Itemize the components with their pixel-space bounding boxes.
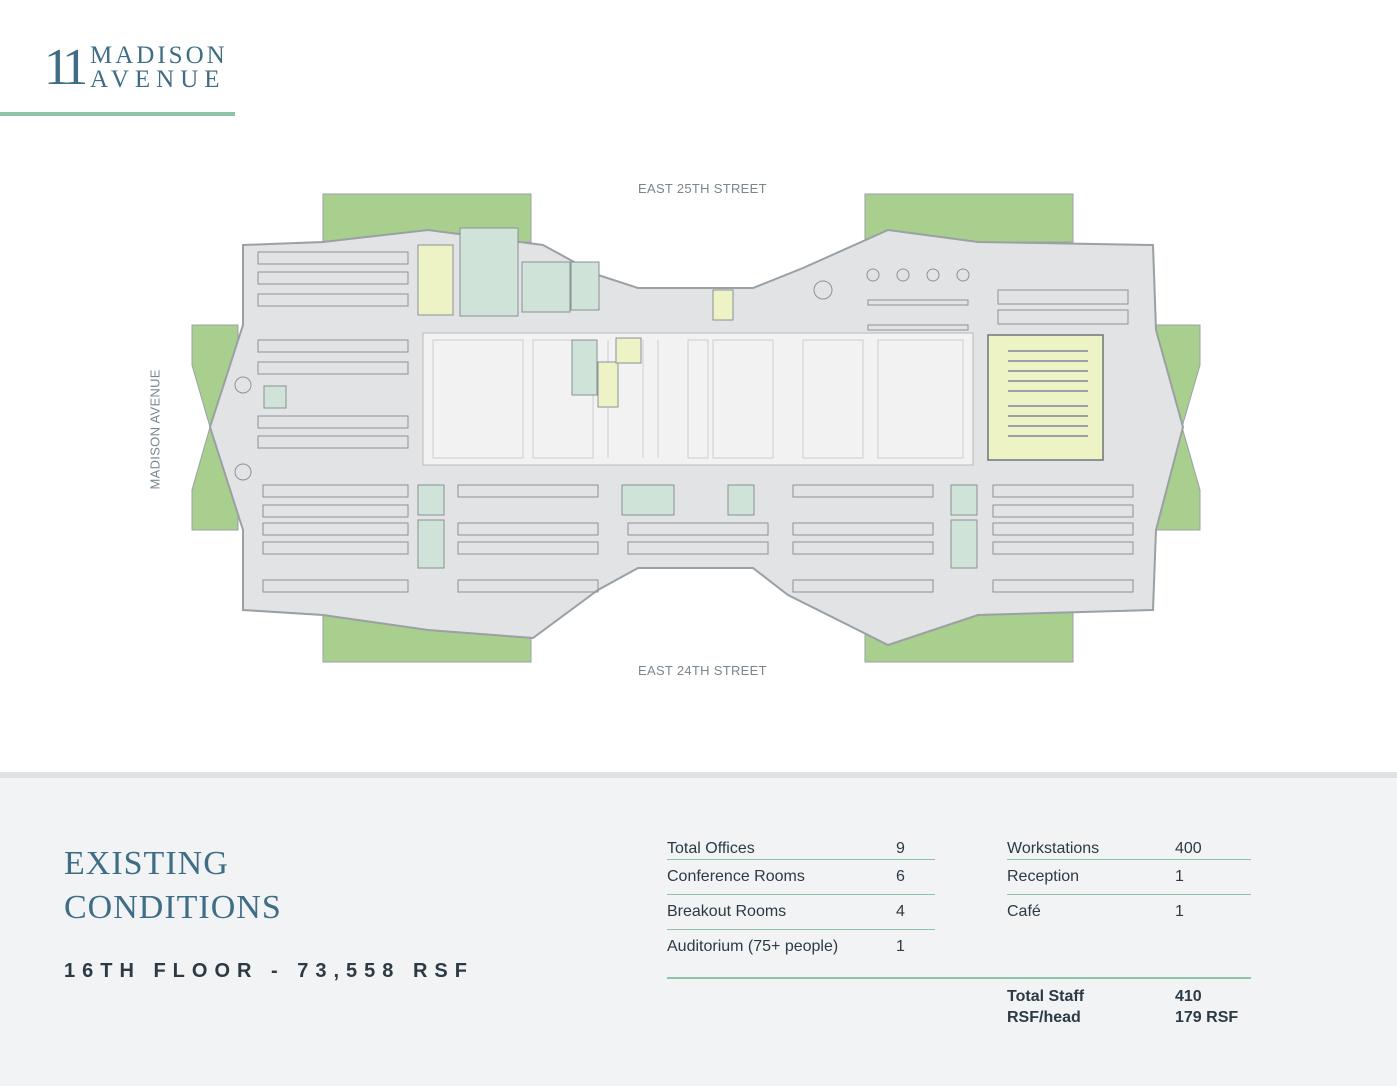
stat-label: Breakout Rooms xyxy=(667,903,787,920)
auditorium-seats xyxy=(1008,350,1088,437)
core-rooms xyxy=(432,339,964,459)
floor-subtitle: 16TH FLOOR - 73,558 RSF xyxy=(64,960,474,982)
page-title-line1: EXISTING xyxy=(64,845,229,882)
page-title: EXISTING CONDITIONS xyxy=(64,842,282,930)
stat-value: 1 xyxy=(896,938,905,955)
stat-label: Conference Rooms xyxy=(667,868,805,885)
stat-value: 6 xyxy=(896,868,905,885)
stats-table-right: Workstations 400 Reception 1 Café 1 xyxy=(1007,838,1251,929)
stat-label: Workstations xyxy=(1007,840,1100,857)
street-label-east-25th: EAST 25TH STREET xyxy=(638,181,767,196)
stat-row: Conference Rooms 6 xyxy=(667,860,935,895)
conference-rooms xyxy=(263,227,978,569)
logo-number: 11 xyxy=(44,39,88,96)
stat-row: Total Offices 9 xyxy=(667,838,935,860)
stat-value: 1 xyxy=(1175,903,1184,920)
floor-plan xyxy=(191,193,1201,663)
cafe-seating xyxy=(234,268,970,481)
total-row: Total Staff 410 xyxy=(1007,986,1251,1007)
stat-row: Café 1 xyxy=(1007,895,1251,929)
total-row: RSF/head 179 RSF xyxy=(1007,1007,1251,1028)
stats-table-left: Total Offices 9 Conference Rooms 6 Break… xyxy=(667,838,935,964)
stat-row: Auditorium (75+ people) 1 xyxy=(667,930,935,964)
page-title-line2: CONDITIONS xyxy=(64,889,282,926)
street-label-madison-avenue: MADISON AVENUE xyxy=(147,369,163,490)
stat-value: 9 xyxy=(896,840,905,857)
stat-label: Auditorium (75+ people) xyxy=(667,938,839,955)
stat-row: Breakout Rooms 4 xyxy=(667,895,935,930)
street-label-east-24th: EAST 24TH STREET xyxy=(638,663,767,678)
auditorium xyxy=(987,334,1104,461)
total-label: RSF/head xyxy=(1007,1009,1081,1026)
breakout-rooms xyxy=(417,244,734,408)
stat-row: Workstations 400 xyxy=(1007,838,1251,860)
logo-underline xyxy=(0,112,235,116)
stat-label: Reception xyxy=(1007,868,1080,885)
logo-line-avenue: AVENUE xyxy=(90,66,226,93)
logo-line-madison: MADISON xyxy=(90,42,228,69)
stat-row: Reception 1 xyxy=(1007,860,1251,895)
total-value: 410 xyxy=(1175,988,1202,1005)
stat-value: 1 xyxy=(1175,868,1184,885)
stat-label: Café xyxy=(1007,903,1041,920)
workstations xyxy=(257,251,1134,593)
stat-value: 400 xyxy=(1175,840,1202,857)
totals-divider xyxy=(667,977,1251,979)
building-core xyxy=(422,332,974,466)
stat-label: Total Offices xyxy=(667,840,755,857)
total-value: 179 RSF xyxy=(1175,1009,1239,1026)
totals-table: Total Staff 410 RSF/head 179 RSF xyxy=(1007,986,1251,1028)
total-label: Total Staff xyxy=(1007,988,1085,1005)
stat-value: 4 xyxy=(896,903,905,920)
summary-panel: EXISTING CONDITIONS 16TH FLOOR - 73,558 … xyxy=(0,772,1397,1086)
